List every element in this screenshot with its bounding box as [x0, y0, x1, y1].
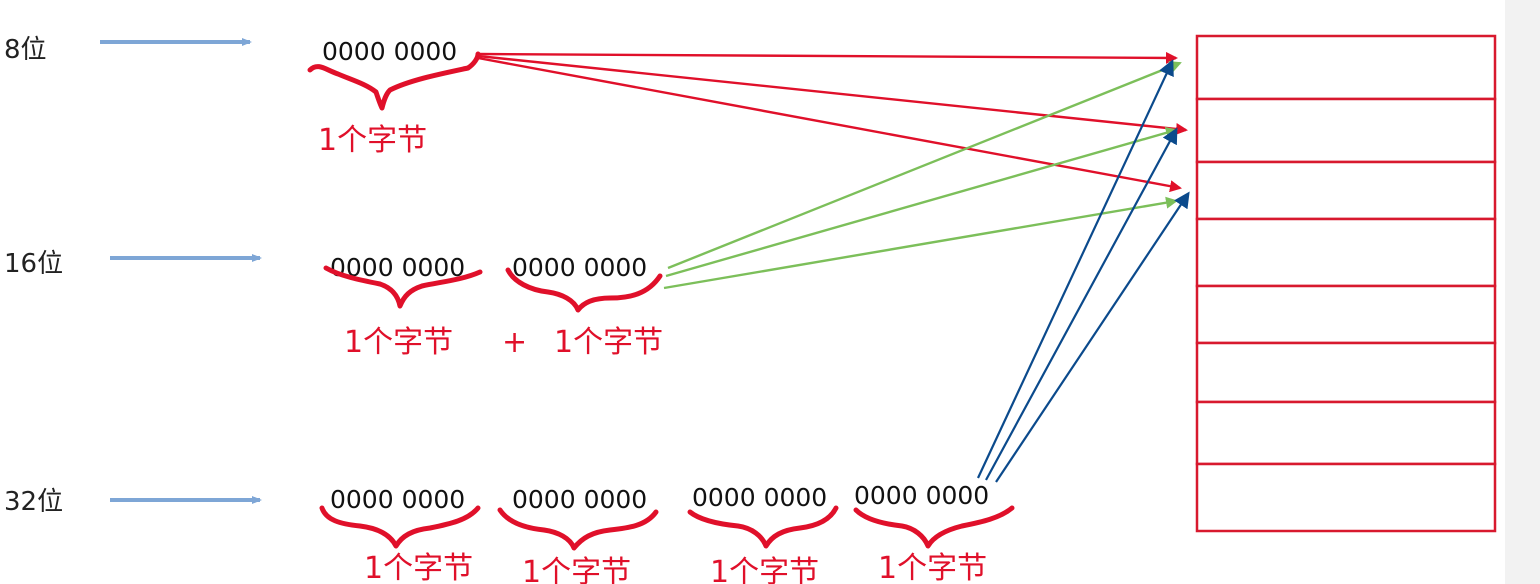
arrow-red-to-cell-3	[477, 56, 1182, 193]
memory-cell	[1195, 284, 1497, 345]
byte-label-32-2: 1个字节	[522, 555, 631, 584]
right-edge-strip	[1505, 0, 1540, 584]
memory-block	[1195, 34, 1497, 533]
arrow-green-to-cell-2	[665, 126, 1178, 278]
memory-cell	[1195, 400, 1497, 466]
memory-cell	[1195, 34, 1497, 101]
row-label-8: 8位	[4, 35, 47, 65]
row-32-bit: 32位 0000 0000 0000 0000 0000 0000 0000 0…	[4, 481, 1015, 584]
row-16-bit: 16位 0000 0000 0000 0000 1个字节 + 1个字节	[4, 249, 663, 360]
brace-32-3	[687, 505, 839, 549]
memory-cell	[1195, 462, 1497, 533]
byte-label-8-1: 1个字节	[318, 123, 427, 158]
arrow-red-to-cell-2	[477, 54, 1188, 135]
memory-cell	[1195, 160, 1497, 221]
brace-32-2	[497, 507, 659, 551]
memory-cell	[1195, 217, 1497, 288]
plus-sign: +	[502, 325, 527, 360]
arrow-blue-to-cell-2	[985, 127, 1178, 481]
byte-label-32-1: 1个字节	[364, 551, 473, 584]
arrow-red-to-cell-1	[477, 51, 1178, 64]
brace-32-1	[319, 505, 481, 549]
bit-group-32-3: 0000 0000	[692, 483, 827, 512]
row-8-bit: 8位 0000 0000 1个字节	[4, 35, 481, 158]
bit-group-32-1: 0000 0000	[330, 485, 465, 514]
byte-label-32-3: 1个字节	[710, 555, 819, 584]
bit-group-8-1: 0000 0000	[322, 37, 457, 66]
brace-16-1	[323, 265, 483, 309]
bit-group-32-2: 0000 0000	[512, 485, 647, 514]
arrow-blue-to-cell-3	[995, 191, 1190, 483]
bit-group-32-4: 0000 0000	[854, 481, 989, 510]
arrow-green-to-cell-3	[663, 196, 1178, 290]
row-label-32: 32位	[4, 487, 63, 517]
arrow-blue-to-cell-1	[977, 59, 1174, 479]
memory-cell	[1195, 341, 1497, 404]
bit-group-16-2: 0000 0000	[512, 253, 647, 282]
mapping-arrows	[477, 51, 1190, 483]
byte-label-16-1: 1个字节	[344, 325, 453, 360]
arrow-green-to-cell-1	[667, 61, 1182, 270]
brace-16-2	[505, 267, 663, 313]
brace-32-4	[853, 505, 1015, 549]
memory-cell	[1195, 97, 1497, 164]
byte-label-32-4: 1个字节	[878, 551, 987, 584]
brace-8-1	[307, 51, 481, 111]
row-label-16: 16位	[4, 249, 63, 279]
byte-label-16-2: 1个字节	[554, 325, 663, 360]
